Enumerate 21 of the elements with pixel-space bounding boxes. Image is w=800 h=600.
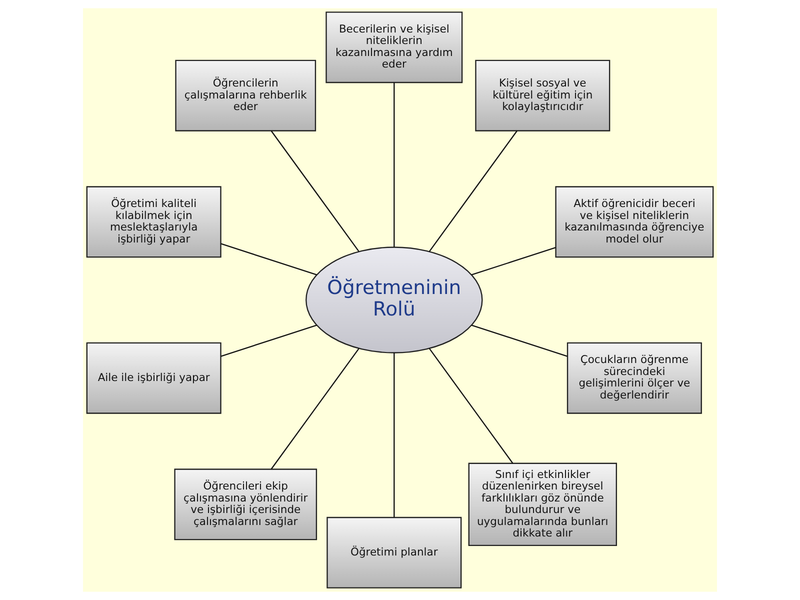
connector xyxy=(220,243,317,276)
node-box: Çocukların öğrenme sürecindeki gelişimlerini ölçer ve değerlendirir xyxy=(566,342,702,414)
node-box: Aktif öğrenicidir beceri ve kişisel niteliklerin kazanılmasında öğrenciye model olur xyxy=(555,186,714,258)
node-box: Öğretimi kaliteli kılabilmek için meslektaşlarıyla işbirliği yapar xyxy=(86,186,222,258)
node-box: Sınıf içi etkinlikler düzenlenirken bireysel farklılıkları göz önünde bulundurur ve uygulamalarında bunları dikkate alır xyxy=(468,462,617,546)
connector xyxy=(270,130,360,252)
node-box: Öğrencileri ekip çalışmasına yönlendirir ve işbirliği içerisinde çalışmalarını sağlar xyxy=(174,468,318,540)
connector xyxy=(428,130,518,252)
node-box: Öğrencilerin çalışmalarına rehberlik eder xyxy=(175,60,316,132)
node-ellipse: Öğretmeninin Rolü xyxy=(306,246,483,354)
connector xyxy=(394,82,395,248)
node-box: Aile ile işbirliği yapar xyxy=(86,342,222,414)
node-box: Öğretimi planlar xyxy=(326,516,462,588)
node-box: Kişisel sosyal ve kültürel eğitim için kolaylaştırıcıdır xyxy=(475,60,610,132)
connector xyxy=(394,352,395,518)
connector xyxy=(270,348,360,470)
node-box: Becerilerin ve kişisel niteliklerin kazanılmasına yardım eder xyxy=(326,12,463,84)
connector xyxy=(428,348,514,464)
connector xyxy=(471,324,568,357)
connector xyxy=(471,246,556,276)
connector xyxy=(220,324,317,357)
